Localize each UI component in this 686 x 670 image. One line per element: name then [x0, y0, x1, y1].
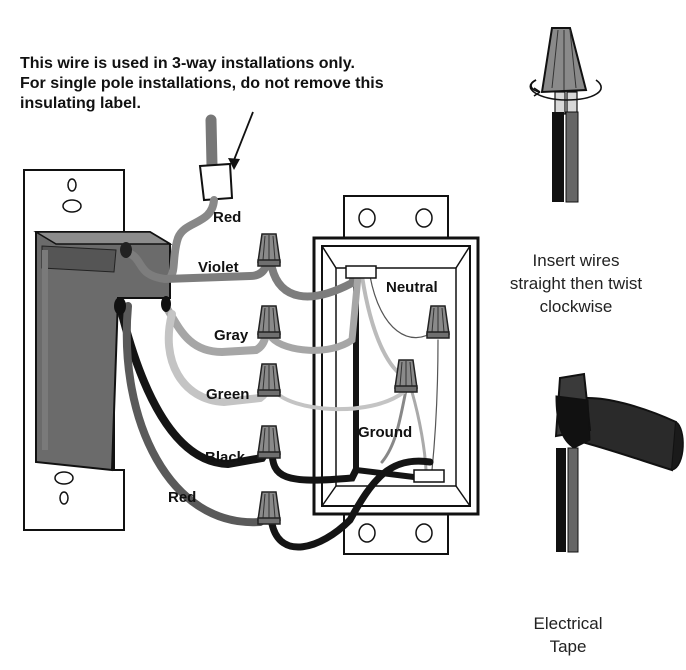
label-arrow-head: [228, 158, 240, 170]
caption-line: Electrical: [533, 614, 603, 633]
note-line: For single pole installations, do not re…: [20, 75, 384, 92]
twist-instructions-caption: Insert wires straight then twist clockwi…: [486, 249, 666, 318]
ground-splice: [413, 469, 445, 483]
red-insulated-wire: [166, 114, 234, 282]
note-line: This wire is used in 3-way installations…: [20, 55, 355, 72]
wire-label-ground: Ground: [358, 424, 412, 441]
neutral-splice: [345, 265, 377, 279]
wire-nut-icon: [257, 363, 281, 397]
electrical-tape-icon: [554, 372, 684, 553]
wire-label-gray: Gray: [214, 327, 249, 344]
wire-nut-icon: [426, 305, 450, 339]
red-wire-box: [268, 457, 434, 551]
wire-label-violet: Violet: [198, 259, 239, 276]
wire-label-neutral: Neutral: [386, 279, 438, 296]
wire-nut-icon: [394, 359, 418, 393]
dimmer-switch-body: [33, 231, 173, 472]
wire-label-red-bottom: Red: [168, 489, 196, 506]
violet-wire-box: [268, 264, 360, 301]
switch-terminals: [114, 242, 171, 315]
caption-line: Insert wires: [532, 251, 620, 270]
twist-arrow-icon: [529, 79, 602, 101]
electrical-tape-caption: Electrical Tape: [518, 612, 618, 658]
black-wire-box: [268, 446, 360, 484]
twist-wire-nut-illustration: [540, 27, 588, 203]
wire-label-red-top: Red: [213, 209, 241, 226]
wire-nut-icon: [257, 305, 281, 339]
violet-wire: [122, 248, 270, 284]
insulating-label-note: This wire is used in 3-way installations…: [20, 54, 460, 114]
caption-line: straight then twist: [509, 274, 643, 293]
green-wire-box: [272, 388, 406, 412]
gray-wire-box: [268, 272, 362, 354]
electrical-box: [312, 195, 480, 555]
wire-nut-icon: [257, 491, 281, 525]
wire-nut-icon: [257, 425, 281, 459]
wire-label-black: Black: [205, 449, 246, 466]
wire-label-green: Green: [206, 386, 249, 403]
gray-wire: [164, 306, 270, 357]
wire-nut-icon: [257, 233, 281, 267]
note-line: insulating label.: [20, 95, 141, 112]
caption-line: Tape: [549, 637, 587, 656]
caption-line: clockwise: [539, 297, 613, 316]
label-arrow: [233, 111, 254, 161]
